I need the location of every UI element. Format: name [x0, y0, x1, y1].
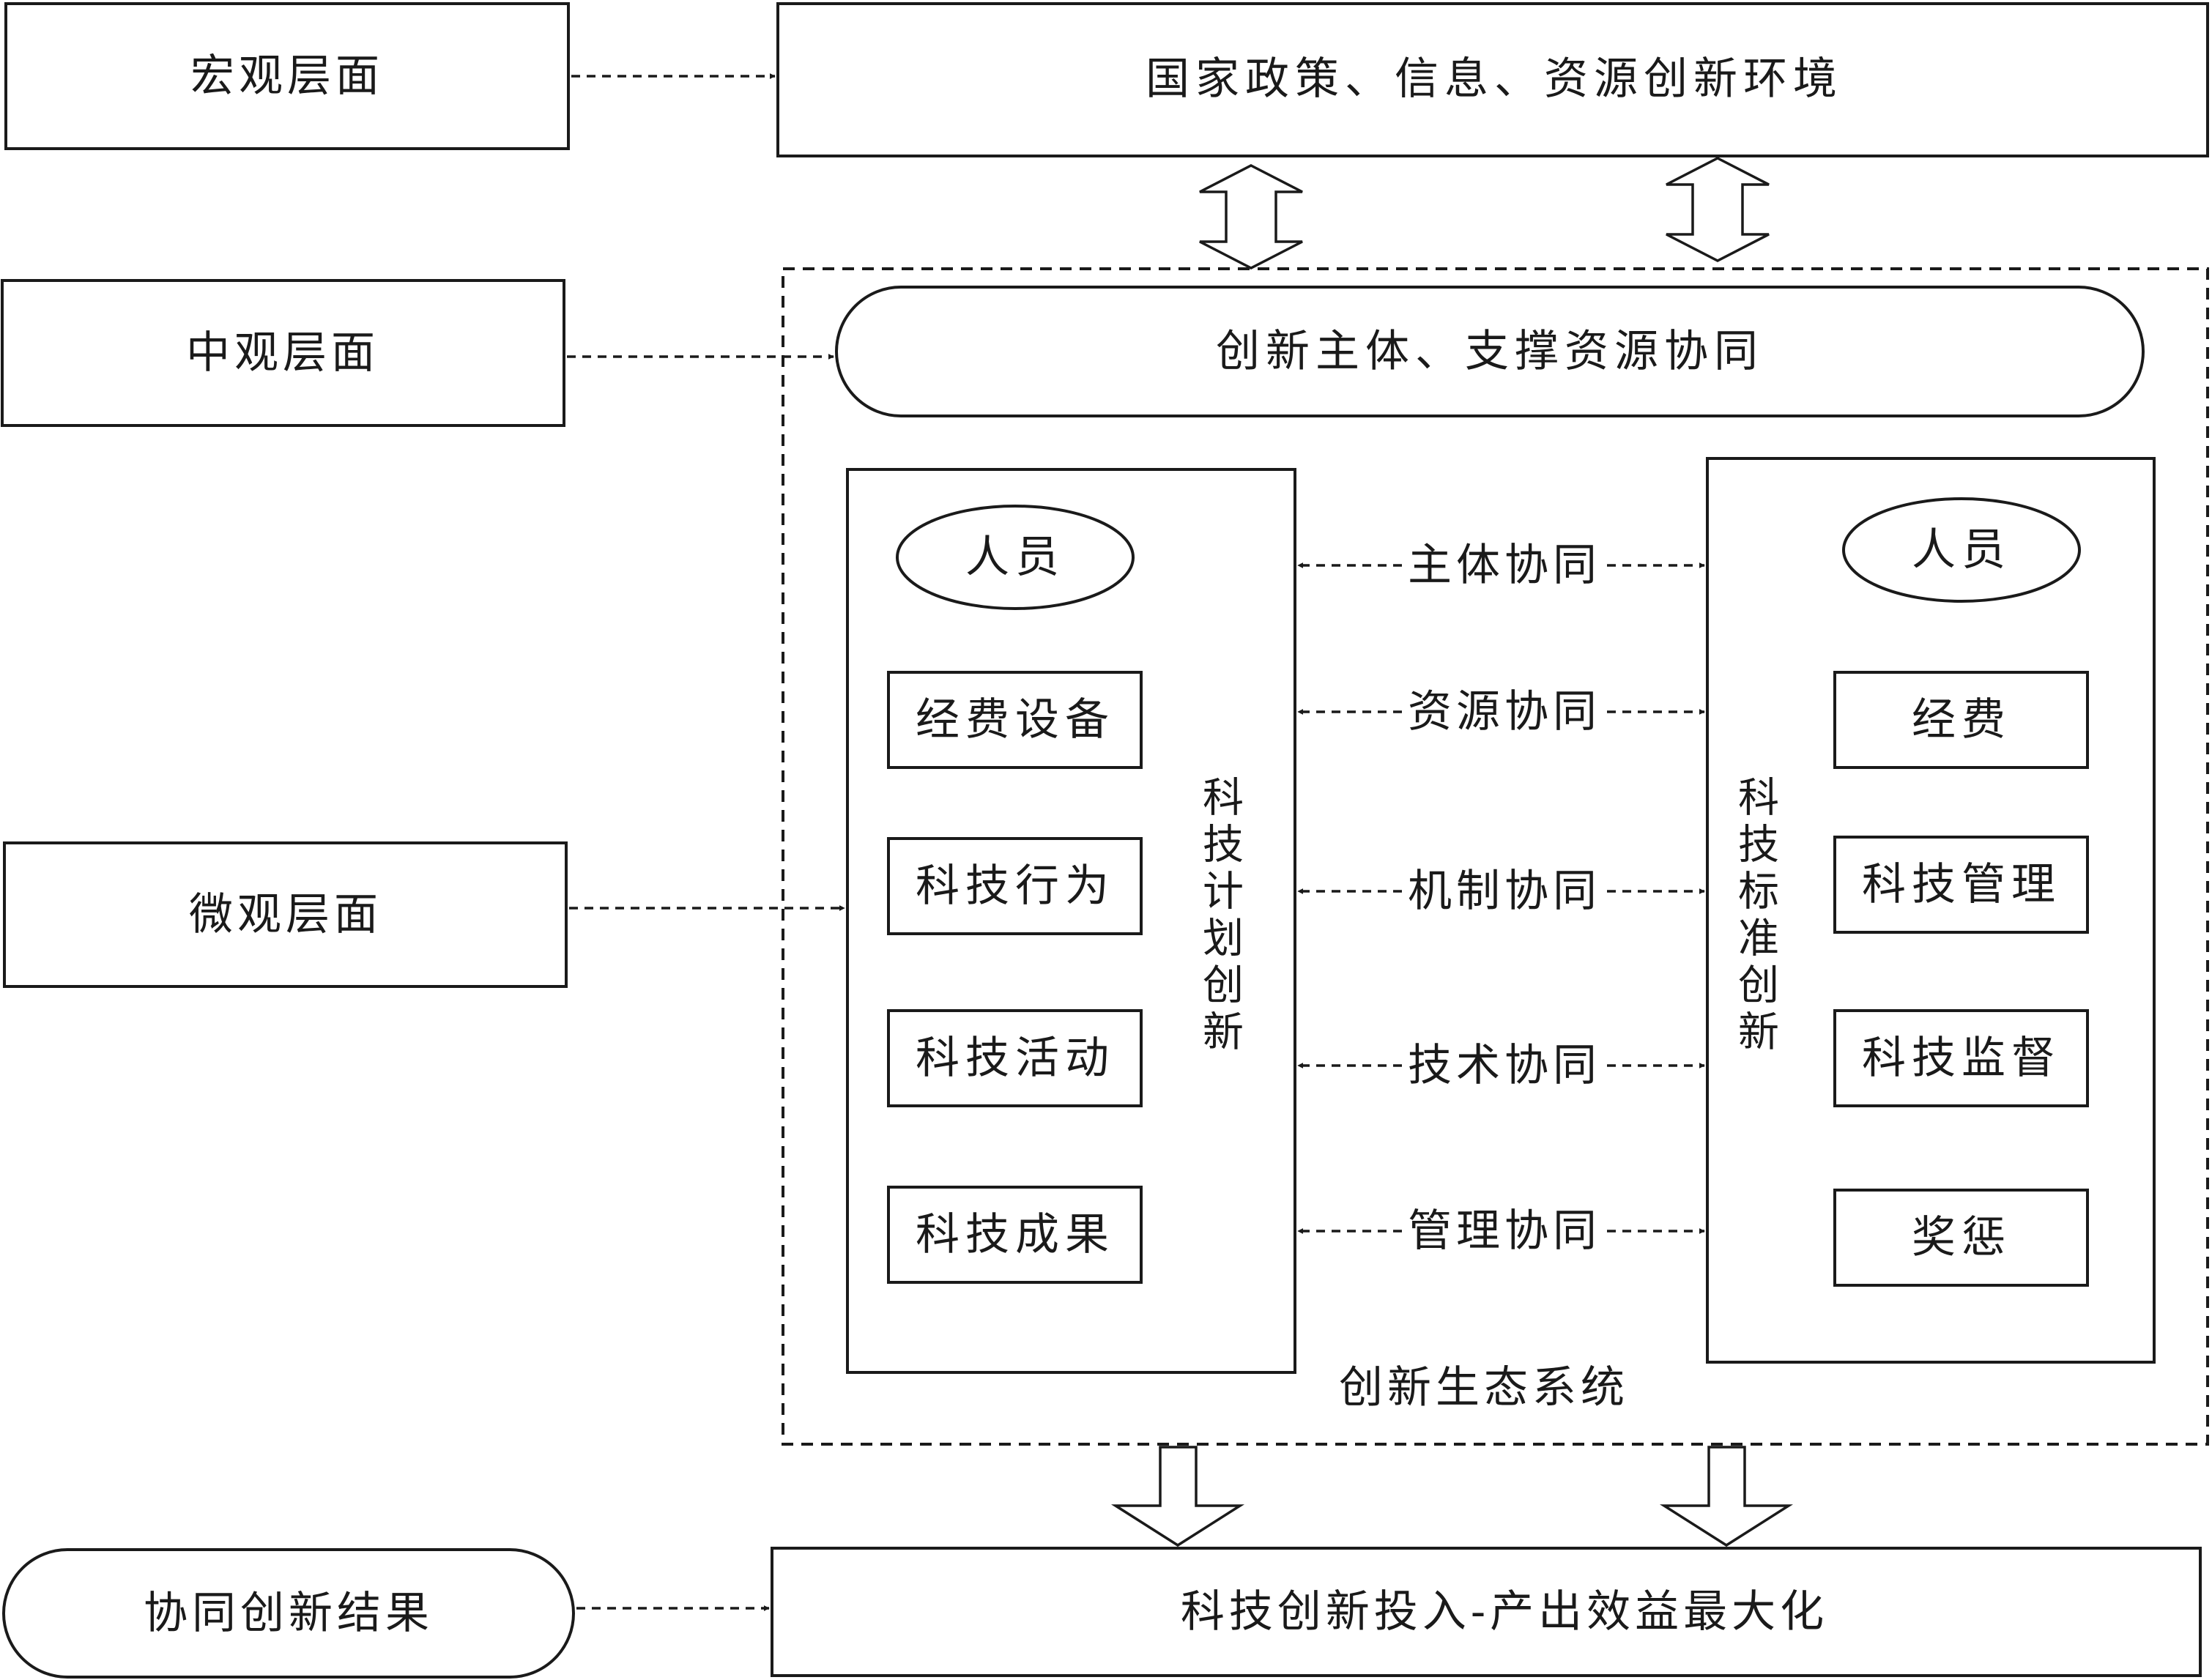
synergy-label-2: 机制协同	[1408, 866, 1601, 917]
right-panel-title-char-4: 创	[1738, 962, 1779, 1010]
double-arrow-left-top	[1199, 164, 1303, 270]
down-arrow-left	[1110, 1446, 1245, 1547]
outcome-label: 科技创新投入-产出效益最大化	[1181, 1586, 1828, 1638]
meso-level-box	[1, 279, 565, 427]
left-panel	[846, 468, 1296, 1374]
synergy-label-4: 管理协同	[1408, 1205, 1601, 1257]
right-panel-title-char-2: 标	[1738, 869, 1779, 916]
right-item-box-1	[1833, 836, 2089, 934]
ecosystem-label: 创新生态系统	[1339, 1362, 1629, 1413]
environment-box	[776, 2, 2209, 157]
right-panel-title-char-1: 技	[1738, 822, 1779, 869]
right-panel-title-char-3: 准	[1738, 915, 1779, 963]
left-panel-title-char-2: 计	[1203, 869, 1244, 916]
micro-level-label: 微观层面	[189, 889, 382, 940]
ecosystem-container	[782, 267, 2209, 1446]
left-panel-title-char-0: 科	[1203, 775, 1244, 822]
right-item-label-3: 奖惩	[1912, 1212, 2011, 1263]
result-pill	[2, 1548, 575, 1679]
meso-synergy-label: 创新主体、支撑资源协同	[1216, 326, 1764, 377]
left-panel-title-char-1: 技	[1203, 822, 1244, 869]
micro-level-box	[3, 841, 568, 988]
right-item-box-0	[1833, 671, 2089, 769]
right-item-label-0: 经费	[1912, 694, 2011, 746]
left-person-ellipse	[896, 505, 1135, 610]
right-item-box-3	[1833, 1189, 2089, 1287]
meso-level-label: 中观层面	[186, 327, 379, 379]
right-person-label: 人员	[1912, 524, 2011, 576]
left-item-label-0: 经费设备	[916, 694, 1115, 746]
left-item-label-2: 科技活动	[916, 1033, 1115, 1084]
outcome-box	[771, 1547, 2202, 1677]
right-panel-title-char-0: 科	[1738, 775, 1779, 822]
right-person-ellipse	[1842, 497, 2081, 603]
right-panel	[1706, 457, 2156, 1364]
double-arrow-right-top	[1666, 157, 1770, 262]
left-item-box-2	[887, 1009, 1143, 1107]
meso-synergy-pill	[835, 286, 2145, 417]
left-panel-title-char-4: 创	[1203, 962, 1244, 1010]
left-person-label: 人员	[965, 532, 1065, 583]
left-item-label-1: 科技行为	[916, 861, 1115, 912]
right-item-label-1: 科技管理	[1862, 859, 2061, 910]
synergy-label-3: 技术协同	[1408, 1040, 1601, 1091]
environment-label: 国家政策、信息、资源创新环境	[1146, 53, 1843, 105]
left-item-box-1	[887, 837, 1143, 935]
left-item-label-3: 科技成果	[916, 1209, 1115, 1260]
left-item-box-0	[887, 671, 1143, 769]
synergy-label-1: 资源协同	[1408, 686, 1601, 737]
right-panel-title-char-5: 新	[1738, 1009, 1779, 1057]
macro-level-label: 宏观层面	[190, 51, 384, 102]
left-item-box-3	[887, 1186, 1143, 1284]
left-panel-title-char-3: 划	[1203, 915, 1244, 963]
result-label: 协同创新结果	[144, 1588, 434, 1639]
macro-level-box	[4, 2, 570, 150]
left-panel-title-char-5: 新	[1203, 1009, 1244, 1057]
down-arrow-right	[1659, 1446, 1794, 1547]
right-item-box-2	[1833, 1009, 2089, 1107]
synergy-label-0: 主体协同	[1408, 540, 1601, 591]
right-item-label-2: 科技监督	[1862, 1033, 2061, 1084]
